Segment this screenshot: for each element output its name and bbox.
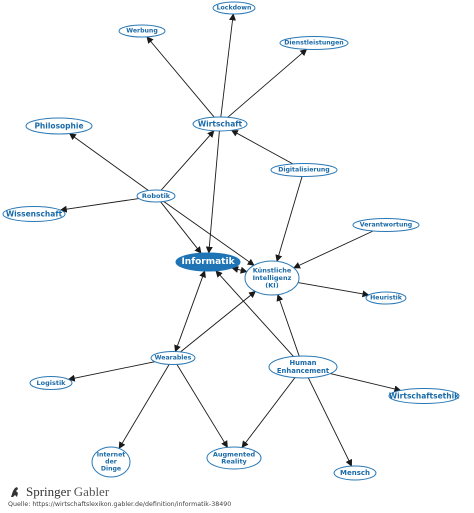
node-ki-label: Intelligenz xyxy=(253,274,292,282)
source-link[interactable]: Quelle: https://wirtschaftslexikon.gable… xyxy=(8,501,232,508)
brand-name: Springer xyxy=(26,484,71,499)
edges xyxy=(59,13,402,467)
edge-wearables-to-ar xyxy=(176,364,228,448)
node-mensch[interactable]: Mensch xyxy=(333,465,377,481)
edge-digitalisierung-to-ki xyxy=(275,176,303,262)
nodes: LockdownWerbungDienstleistungenPhilosoph… xyxy=(2,1,460,481)
edge-wearables-to-iot xyxy=(118,364,170,450)
node-verantwortung-label: Verantwortung xyxy=(360,222,412,229)
edge-human-to-ar xyxy=(241,377,296,449)
node-heuristik[interactable]: Heuristik xyxy=(365,291,407,305)
node-human-shape xyxy=(268,355,338,379)
node-dienstleistungen-label: Dienstleistungen xyxy=(284,40,343,47)
node-werbung[interactable]: Werbung xyxy=(118,24,166,38)
node-iot-label: Dinge xyxy=(101,465,121,472)
node-ki-label: Künstliche xyxy=(253,267,292,275)
node-wearables-shape xyxy=(150,351,196,365)
node-wirtschaft[interactable]: Wirtschaft xyxy=(192,116,248,132)
footer: Springer Gabler Quelle: https://wirtscha… xyxy=(8,484,468,513)
node-verantwortung[interactable]: Verantwortung xyxy=(352,218,420,232)
node-werbung-label: Werbung xyxy=(126,28,158,35)
node-wissenschaft-shape xyxy=(2,206,66,222)
node-wirtschaft-label: Wirtschaft xyxy=(198,120,243,129)
node-wirtschaftsethik[interactable]: Wirtschaftsethik xyxy=(388,388,460,404)
node-wirtschaftsethik-label: Wirtschaftsethik xyxy=(389,392,460,401)
node-philosophie-shape xyxy=(25,117,93,135)
brand-sub: Gabler xyxy=(73,484,110,499)
springer-horse-logo-icon xyxy=(11,487,18,497)
edge-robotik-to-ki xyxy=(163,201,255,266)
node-heuristik-label: Heuristik xyxy=(370,295,403,302)
node-ki-label: (KI) xyxy=(265,281,278,289)
node-dienstleistungen[interactable]: Dienstleistungen xyxy=(279,36,349,50)
node-wirtschaft-shape xyxy=(192,116,248,132)
edge-human-to-wirtschaftsethik xyxy=(330,373,402,393)
node-logistik-shape xyxy=(29,376,73,390)
node-logistik-label: Logistik xyxy=(36,379,66,387)
node-philosophie-label: Philosophie xyxy=(34,122,83,131)
node-robotik-label: Robotik xyxy=(142,192,171,200)
node-informatik[interactable]: Informatik xyxy=(175,252,241,272)
edge-wearables-to-ki xyxy=(180,290,256,353)
node-lockdown-shape xyxy=(212,1,256,15)
node-mensch-shape xyxy=(333,465,377,481)
node-iot-label: Internet xyxy=(97,452,126,459)
edge-verantwortung-to-ki xyxy=(293,230,374,269)
node-logistik[interactable]: Logistik xyxy=(29,376,73,390)
edge-human-to-mensch xyxy=(307,377,353,467)
node-ar-shape xyxy=(206,446,262,470)
brand: Springer Gabler xyxy=(8,484,109,500)
edge-robotik-to-wissenschaft xyxy=(59,198,139,213)
node-ar-label: Reality xyxy=(221,458,247,466)
node-mensch-label: Mensch xyxy=(340,469,370,477)
node-wearables[interactable]: Wearables xyxy=(150,351,196,365)
node-iot-shape xyxy=(91,446,131,478)
node-iot-label: der xyxy=(105,459,118,466)
edge-human-to-informatik xyxy=(215,270,294,357)
node-digitalisierung-shape xyxy=(270,163,338,177)
node-human-label: Human xyxy=(289,359,316,367)
edge-wirtschaft-to-dienstleistungen xyxy=(227,48,308,118)
node-ki-shape xyxy=(244,260,300,296)
edge-robotik-to-informatik xyxy=(160,201,202,254)
node-robotik[interactable]: Robotik xyxy=(136,189,176,203)
node-digitalisierung-label: Digitalisierung xyxy=(278,167,329,174)
node-philosophie[interactable]: Philosophie xyxy=(25,117,93,135)
edge-robotik-to-wirtschaft xyxy=(160,130,215,191)
node-wissenschaft-label: Wissenschaft xyxy=(6,210,63,219)
node-robotik-shape xyxy=(136,189,176,203)
node-lockdown[interactable]: Lockdown xyxy=(212,1,256,15)
node-digitalisierung[interactable]: Digitalisierung xyxy=(270,163,338,177)
node-informatik-label: Informatik xyxy=(181,257,235,267)
edge-ki-to-heuristik xyxy=(297,282,370,298)
edge-wearables-to-logistik xyxy=(67,361,156,382)
edge-robotik-to-philosophie xyxy=(68,133,149,191)
node-wirtschaftsethik-shape xyxy=(388,388,460,404)
edge-wirtschaft-to-werbung xyxy=(146,36,215,118)
edge-ki-to-informatik xyxy=(231,266,248,274)
edge-human-to-ki xyxy=(276,293,300,357)
node-wissenschaft[interactable]: Wissenschaft xyxy=(2,206,66,222)
node-verantwortung-shape xyxy=(352,218,420,232)
node-human-label: Enhancement xyxy=(277,367,330,375)
node-heuristik-shape xyxy=(365,291,407,305)
edge-digitalisierung-to-wirtschaft xyxy=(230,129,294,165)
edge-wirtschaft-to-lockdown xyxy=(220,13,236,118)
edge-wearables-to-informatik xyxy=(174,270,206,353)
node-ar-label: Augmented xyxy=(213,450,256,458)
node-informatik-shape xyxy=(175,252,241,272)
edge-wirtschaft-to-informatik xyxy=(205,130,220,254)
node-wearables-label: Wearables xyxy=(155,355,192,362)
node-lockdown-label: Lockdown xyxy=(217,5,252,12)
node-werbung-shape xyxy=(118,24,166,38)
node-dienstleistungen-shape xyxy=(279,36,349,50)
